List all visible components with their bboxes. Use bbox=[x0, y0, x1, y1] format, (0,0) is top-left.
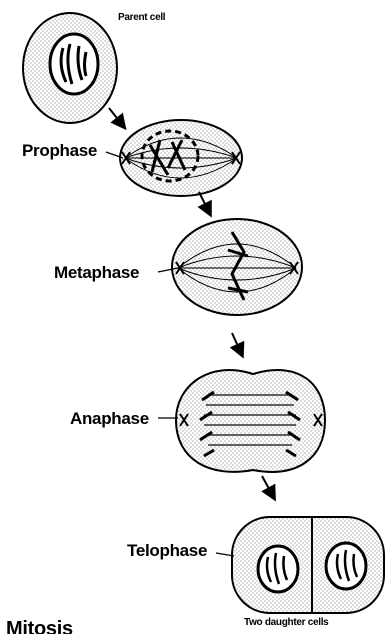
telophase-cells bbox=[232, 517, 384, 613]
anaphase-label: Anaphase bbox=[70, 409, 149, 429]
parent-cell bbox=[23, 13, 117, 123]
cropped-title: Mitosis bbox=[6, 618, 73, 634]
prophase-cell bbox=[120, 120, 242, 196]
daughter-nucleus-right bbox=[326, 543, 366, 589]
metaphase-cell bbox=[172, 219, 302, 315]
anaphase-cell bbox=[176, 370, 325, 472]
telophase-label: Telophase bbox=[127, 541, 207, 561]
label-pointers bbox=[106, 152, 234, 556]
daughter-nucleus-left bbox=[258, 546, 298, 592]
parent-cell-label: Parent cell bbox=[118, 12, 165, 23]
daughter-cells-label: Two daughter cells bbox=[244, 617, 328, 628]
prophase-label: Prophase bbox=[22, 141, 97, 161]
metaphase-label: Metaphase bbox=[54, 263, 139, 283]
